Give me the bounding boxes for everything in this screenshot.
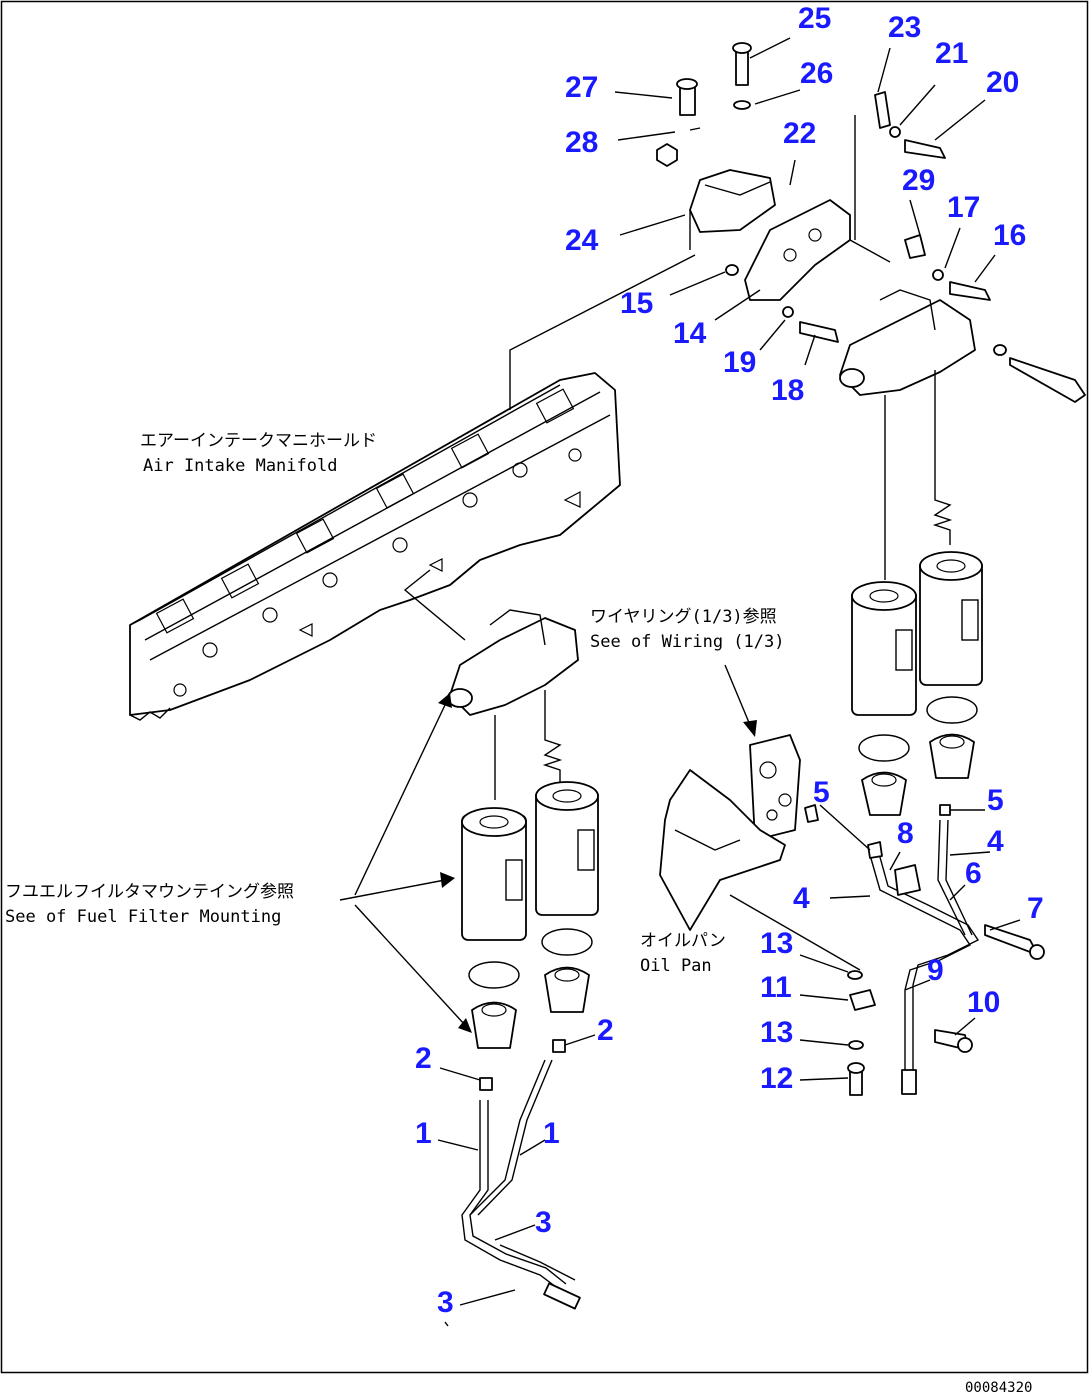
callout-12: 12 [760, 1062, 793, 1095]
wiring-label-jp: ワイヤリング(1/3)参照 [590, 607, 777, 627]
callout-3-bottom: 3 [437, 1286, 454, 1319]
callout-numbers: 25 23 21 20 27 26 28 22 29 17 16 24 15 1… [415, 2, 1044, 1319]
wiring-label-en: See of Wiring (1/3) [590, 632, 784, 652]
air-intake-manifold [129, 372, 621, 721]
wiring-bracket-and-oil-pan [659, 734, 861, 971]
harness-right [804, 804, 1045, 1096]
callout-23: 23 [888, 11, 921, 44]
callout-2-left: 2 [415, 1042, 432, 1075]
callout-29: 29 [902, 164, 935, 197]
callout-8: 8 [897, 817, 914, 850]
callout-1-right: 1 [543, 1117, 560, 1150]
right-fuel-filters [851, 370, 983, 816]
callout-1-left: 1 [415, 1117, 432, 1150]
callout-17: 17 [947, 191, 980, 224]
upper-bracket-assembly [509, 42, 1086, 410]
drawing-code: 00084320 [965, 1380, 1032, 1396]
callout-25: 25 [798, 2, 831, 35]
callout-9: 9 [927, 954, 944, 987]
bracket-24 [689, 169, 776, 233]
harness-left [461, 1039, 581, 1310]
callout-16: 16 [993, 219, 1026, 252]
callout-5-right: 5 [987, 784, 1004, 817]
callout-26: 26 [800, 57, 833, 90]
callout-3-top: 3 [535, 1206, 552, 1239]
leader-lines [437, 37, 1021, 1327]
callout-13-bottom: 13 [760, 1016, 793, 1049]
oil-pan-label-jp: オイルパン [640, 931, 726, 951]
filter-head-upper [839, 299, 976, 396]
left-fuel-filters [447, 609, 599, 1049]
callout-6: 6 [965, 857, 982, 890]
reference-arrows [339, 569, 757, 1033]
callout-2-right: 2 [597, 1014, 614, 1047]
manifold-label-en: Air Intake Manifold [143, 456, 337, 476]
callout-24: 24 [565, 224, 599, 257]
callout-13-top: 13 [760, 927, 793, 960]
callout-28: 28 [565, 126, 598, 159]
callout-4-left: 4 [793, 882, 810, 915]
callout-15: 15 [620, 287, 653, 320]
callout-27: 27 [565, 71, 598, 104]
fuel-filter-label-en: See of Fuel Filter Mounting [5, 907, 281, 927]
callout-7: 7 [1027, 892, 1044, 925]
callout-21: 21 [935, 37, 968, 70]
callout-20: 20 [986, 66, 1019, 99]
callout-22: 22 [783, 117, 816, 150]
callout-14: 14 [673, 317, 707, 350]
oil-pan-label-en: Oil Pan [640, 956, 712, 976]
fuel-filter-label-jp: フユエルフイルタマウンテイング参照 [5, 882, 294, 902]
callout-19: 19 [723, 346, 756, 379]
manifold-label-jp: エアーインテークマニホールド [140, 431, 377, 451]
bolt-16-long [1009, 357, 1086, 403]
callout-5-left: 5 [813, 776, 830, 809]
callout-18: 18 [771, 374, 804, 407]
labels: エアーインテークマニホールド Air Intake Manifold ワイヤリン… [5, 431, 1032, 1396]
callout-10: 10 [967, 986, 1000, 1019]
callout-11: 11 [760, 971, 792, 1004]
callout-4-right: 4 [987, 825, 1004, 858]
